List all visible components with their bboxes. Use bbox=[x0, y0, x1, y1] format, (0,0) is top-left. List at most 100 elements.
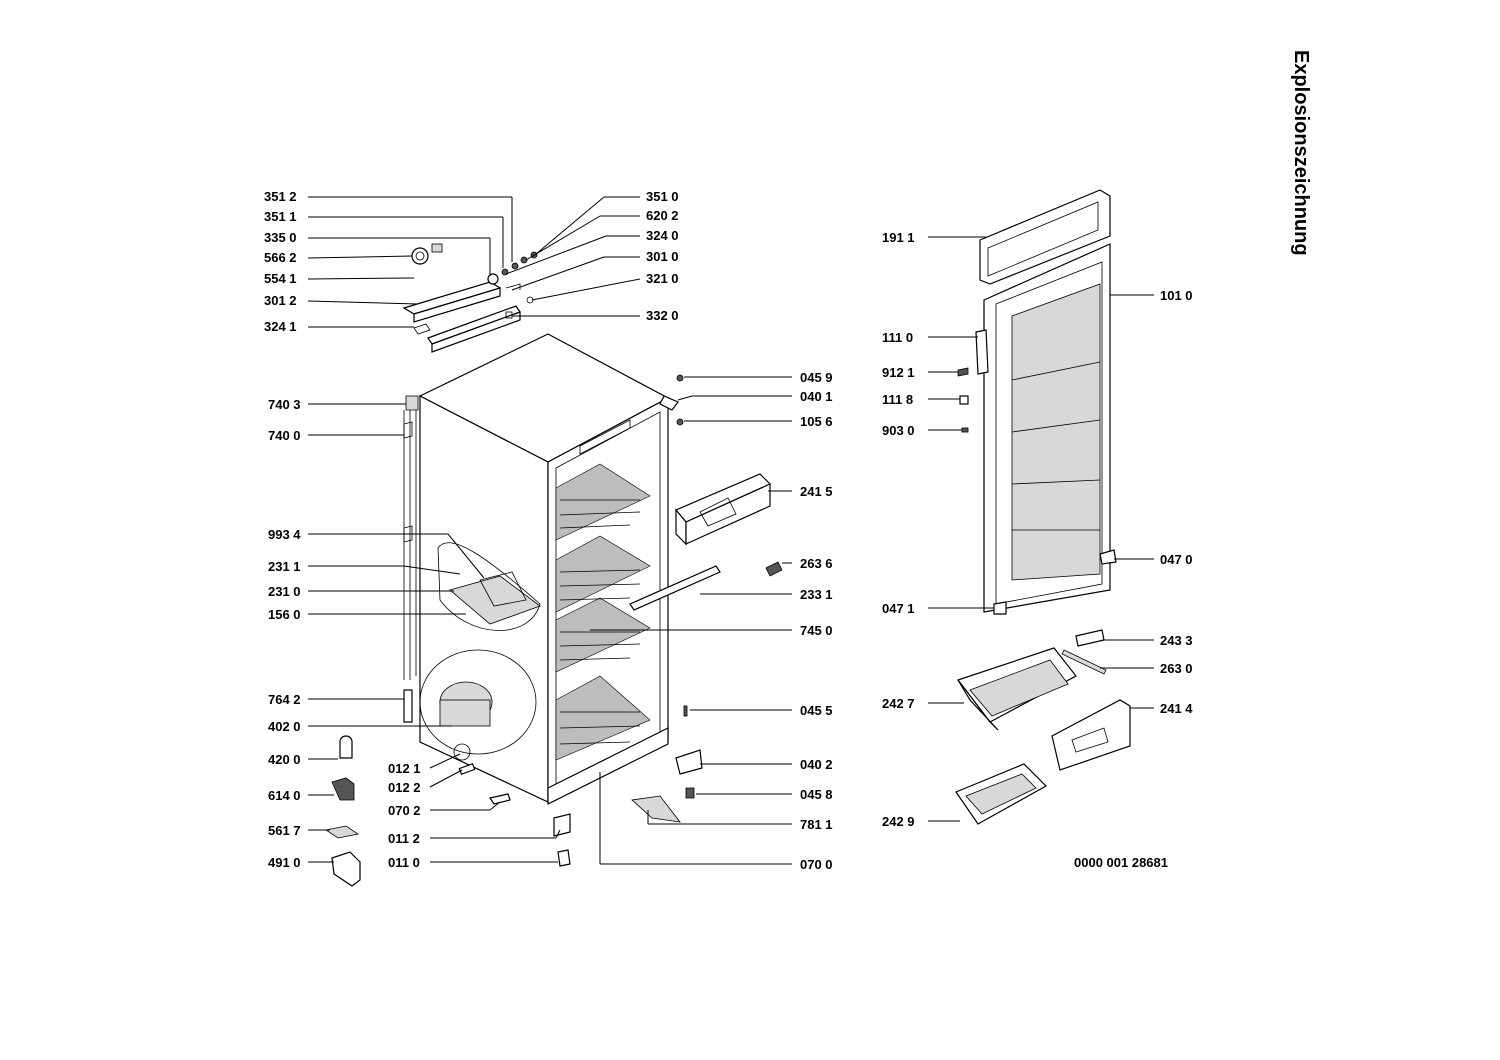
callout-0401: 040 1 bbox=[677, 389, 833, 404]
part-label: 040 1 bbox=[800, 389, 833, 404]
callout-2636: 263 6 bbox=[782, 556, 833, 571]
part-label: 241 4 bbox=[1160, 701, 1193, 716]
callout-4200: 420 0 bbox=[268, 752, 338, 767]
callout-3510: 351 0 bbox=[535, 189, 679, 255]
callout-0402: 040 2 bbox=[700, 757, 833, 772]
callout-1110: 111 0 bbox=[882, 330, 978, 345]
callout-0121: 012 1 bbox=[388, 753, 461, 776]
part-label: 781 1 bbox=[800, 817, 833, 832]
part-label: 491 0 bbox=[268, 855, 301, 870]
part-label: 233 1 bbox=[800, 587, 833, 602]
small-parts-left bbox=[324, 689, 571, 887]
part-label: 263 0 bbox=[1160, 661, 1193, 676]
part-label: 324 0 bbox=[646, 228, 679, 243]
small-parts-middle bbox=[629, 374, 783, 823]
part-label: 420 0 bbox=[268, 752, 301, 767]
part-label: 047 0 bbox=[1160, 552, 1193, 567]
part-label: 740 0 bbox=[268, 428, 301, 443]
callout-0110: 011 0 bbox=[388, 855, 558, 870]
callout-2433: 243 3 bbox=[1102, 633, 1193, 648]
callout-0470: 047 0 bbox=[1114, 552, 1193, 567]
callout-0702: 070 2 bbox=[388, 801, 501, 818]
callout-0471: 047 1 bbox=[882, 601, 994, 616]
part-label: 993 4 bbox=[268, 527, 301, 542]
callout-1118: 111 8 bbox=[882, 392, 960, 407]
part-label: 231 1 bbox=[268, 559, 301, 574]
callout-0458: 045 8 bbox=[696, 787, 833, 802]
part-label: 040 2 bbox=[800, 757, 833, 772]
callout-3241: 324 1 bbox=[264, 319, 414, 334]
drawer-baskets bbox=[955, 629, 1131, 825]
callout-3350: 335 0 bbox=[264, 230, 491, 276]
callout-4910: 491 0 bbox=[268, 855, 334, 870]
part-label: 301 2 bbox=[264, 293, 297, 308]
part-label: 012 1 bbox=[388, 761, 421, 776]
callout-1560: 156 0 bbox=[268, 607, 466, 622]
callout-2429: 242 9 bbox=[882, 814, 960, 829]
part-label: 764 2 bbox=[268, 692, 301, 707]
callout-4020: 402 0 bbox=[268, 719, 452, 734]
part-label: 332 0 bbox=[646, 308, 679, 323]
callout-3240: 324 0 bbox=[505, 228, 679, 275]
freezer-shelves bbox=[555, 463, 651, 761]
callout-5541: 554 1 bbox=[264, 271, 415, 286]
part-label: 561 7 bbox=[268, 823, 301, 838]
part-label: 045 8 bbox=[800, 787, 833, 802]
cabinet-body bbox=[403, 333, 670, 805]
page-title: Explosionszeichnung bbox=[1290, 50, 1312, 256]
part-label: 011 2 bbox=[388, 831, 420, 846]
callout-2415: 241 5 bbox=[768, 484, 833, 499]
part-label: 045 5 bbox=[800, 703, 833, 718]
part-label: 111 8 bbox=[882, 392, 913, 407]
part-label: 191 1 bbox=[882, 230, 915, 245]
callout-0122: 012 2 bbox=[388, 769, 463, 795]
part-label: 912 1 bbox=[882, 365, 915, 380]
callout-2310: 231 0 bbox=[268, 584, 454, 599]
callout-9121: 912 1 bbox=[882, 365, 958, 380]
callout-0700: 070 0 bbox=[599, 772, 833, 872]
part-label: 745 0 bbox=[800, 623, 833, 638]
part-label: 231 0 bbox=[268, 584, 301, 599]
part-label: 566 2 bbox=[264, 250, 297, 265]
callout-3012: 301 2 bbox=[264, 293, 419, 308]
callout-5617: 561 7 bbox=[268, 823, 330, 838]
callout-3511: 351 1 bbox=[264, 209, 504, 268]
part-label: 101 0 bbox=[1160, 288, 1193, 303]
callout-7811: 781 1 bbox=[647, 810, 833, 832]
part-label: 241 5 bbox=[800, 484, 833, 499]
part-label: 351 0 bbox=[646, 189, 679, 204]
part-label: 740 3 bbox=[268, 397, 301, 412]
part-label: 070 2 bbox=[388, 803, 421, 818]
part-label: 324 1 bbox=[264, 319, 297, 334]
part-label: 301 0 bbox=[646, 249, 679, 264]
part-label: 105 6 bbox=[800, 414, 833, 429]
callout-3320: 332 0 bbox=[512, 308, 679, 323]
part-label: 554 1 bbox=[264, 271, 297, 286]
callout-7642: 764 2 bbox=[268, 692, 404, 707]
part-label: 156 0 bbox=[268, 607, 301, 622]
part-label: 335 0 bbox=[264, 230, 297, 245]
callout-3210: 321 0 bbox=[531, 271, 679, 301]
control-panel-assembly bbox=[402, 243, 538, 353]
callout-0455: 045 5 bbox=[690, 703, 833, 718]
door-assembly bbox=[957, 189, 1117, 615]
callout-3010: 301 0 bbox=[511, 249, 679, 291]
part-label: 242 9 bbox=[882, 814, 915, 829]
part-label: 614 0 bbox=[268, 788, 301, 803]
part-label: 243 3 bbox=[1160, 633, 1193, 648]
part-label: 111 0 bbox=[882, 330, 913, 345]
callout-7403: 740 3 bbox=[268, 397, 406, 412]
callout-7450: 745 0 bbox=[590, 623, 833, 638]
part-label: 045 9 bbox=[800, 370, 833, 385]
callout-2427: 242 7 bbox=[882, 696, 964, 711]
callout-0459: 045 9 bbox=[684, 370, 833, 385]
callout-3512: 351 2 bbox=[264, 189, 513, 262]
part-label: 012 2 bbox=[388, 780, 421, 795]
callout-2630: 263 0 bbox=[1100, 661, 1193, 676]
callout-6140: 614 0 bbox=[268, 788, 334, 803]
part-label: 047 1 bbox=[882, 601, 915, 616]
callout-7400: 740 0 bbox=[268, 428, 404, 443]
part-label: 070 0 bbox=[800, 857, 833, 872]
part-label: 011 0 bbox=[388, 855, 420, 870]
